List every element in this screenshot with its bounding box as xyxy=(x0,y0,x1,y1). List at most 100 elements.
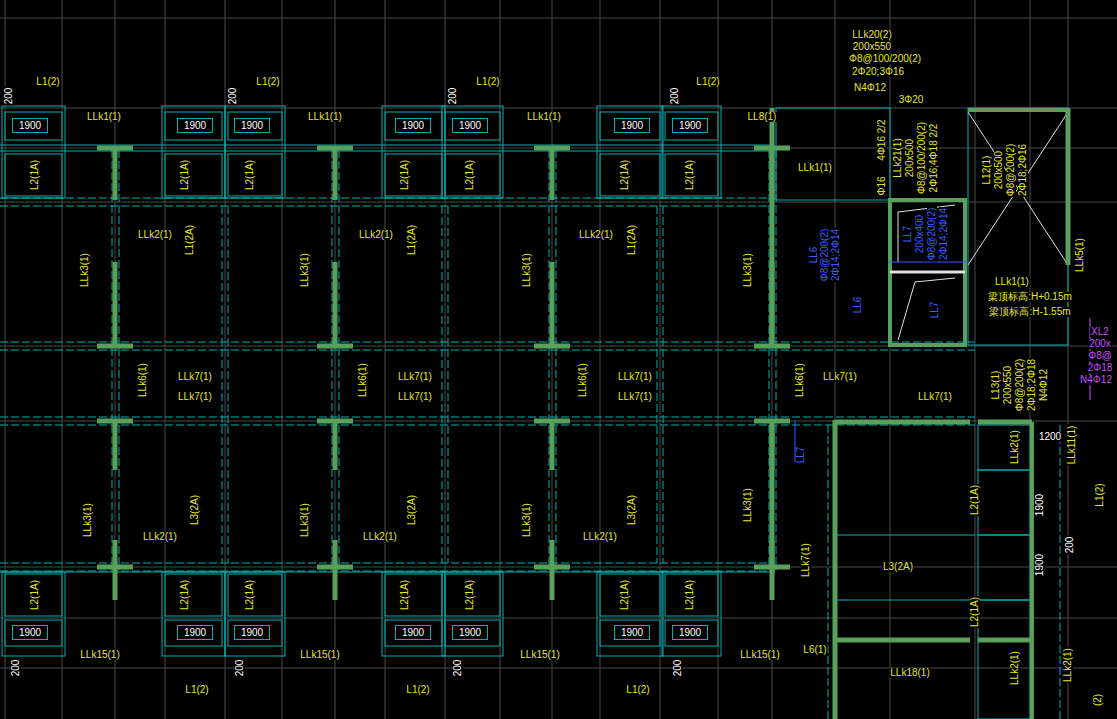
dimension-box: 1900 xyxy=(614,625,650,640)
beam-label: XL2 xyxy=(1090,327,1110,337)
beam-edge xyxy=(549,150,550,570)
beam-edge xyxy=(442,206,443,563)
beam-label: L1(2) xyxy=(405,685,430,695)
beam-label: L3(2A) xyxy=(407,494,417,526)
dimension-text: 1900 xyxy=(621,627,643,638)
wall xyxy=(333,567,338,600)
beam-label: LLk11(1) xyxy=(1067,425,1077,466)
beam-label: LL7 xyxy=(903,225,913,244)
beam-label: L2(1A) xyxy=(685,579,695,611)
beam-edge xyxy=(222,206,223,563)
cell-box xyxy=(165,574,222,616)
cell-box xyxy=(445,620,500,646)
beam-edge xyxy=(119,150,120,570)
room-outline xyxy=(776,108,890,200)
cell-box xyxy=(665,154,718,196)
beam-label: L1(2) xyxy=(475,77,500,87)
beam-edge xyxy=(0,145,770,146)
beam-edge xyxy=(769,150,770,570)
wall xyxy=(113,421,118,470)
beam-label: 2Φ16;4Φ18 2/2 xyxy=(929,123,939,194)
beam-label: LLk3(1) xyxy=(80,252,90,288)
beam-label: L2(1A) xyxy=(970,484,980,516)
beam-label: LLk15(1) xyxy=(299,650,340,660)
beam-label: LLk15(1) xyxy=(79,650,120,660)
beam-label: 200 xyxy=(4,87,14,106)
beam-label: LLk21(1) xyxy=(893,137,903,178)
beam-label: 200 xyxy=(673,659,683,678)
wall xyxy=(534,419,570,424)
cell-box xyxy=(600,112,660,140)
cell-box xyxy=(665,112,718,140)
cell-frame xyxy=(382,106,445,198)
beam-label: LLk6(1) xyxy=(358,362,368,398)
beam-label: LLk7(1) xyxy=(177,372,213,382)
beam-label: 200 xyxy=(670,87,680,106)
wall xyxy=(113,262,118,346)
beam-label: (2) xyxy=(1093,693,1103,707)
beam-label: LLk3(1) xyxy=(743,252,753,288)
beam-edge xyxy=(835,600,975,601)
dimension-text: 1900 xyxy=(19,120,41,131)
wall xyxy=(550,148,555,200)
dimension-text: 1900 xyxy=(402,120,424,131)
beam-label: LLk1(1) xyxy=(307,112,343,122)
cell-box xyxy=(385,154,442,196)
cell-box xyxy=(165,620,222,646)
beam-label: LLk6(1) xyxy=(578,362,588,398)
beam-label: 3Φ20 xyxy=(898,95,925,105)
wall xyxy=(550,421,555,470)
wall xyxy=(1066,108,1071,265)
cell-frame xyxy=(162,572,225,656)
beam-label: L12(1) xyxy=(982,155,992,186)
beam-label: Φ8@ xyxy=(1087,351,1113,361)
cell-box xyxy=(385,620,442,646)
beam-label: LLk3(1) xyxy=(300,252,310,288)
beam-edge xyxy=(339,150,340,570)
cell-box xyxy=(5,154,62,196)
beam-label: 200 xyxy=(235,659,245,678)
cell-box xyxy=(445,574,500,616)
beam-edge xyxy=(835,535,975,536)
beam-label: L2(1A) xyxy=(245,579,255,611)
beam-label: L2(1A) xyxy=(400,159,410,191)
cell-box xyxy=(5,112,62,140)
beam-label: L2(1A) xyxy=(620,159,630,191)
beam-label: 200x500 xyxy=(905,138,915,178)
wall xyxy=(317,344,353,349)
beam-label: L13(1) xyxy=(991,370,1001,401)
grid-line xyxy=(0,148,1117,149)
beam-label: L2(1A) xyxy=(245,159,255,191)
cell-box xyxy=(600,620,660,646)
dimension-text: 1900 xyxy=(679,120,701,131)
wall xyxy=(1030,422,1034,719)
beam-label: LLk1(1) xyxy=(994,277,1030,287)
beam-label: LLk3(1) xyxy=(522,502,532,538)
dimension-text: 1900 xyxy=(402,627,424,638)
wall xyxy=(835,638,970,643)
beam-edge xyxy=(332,150,333,570)
dimension-box: 1900 xyxy=(672,625,708,640)
beam-edge xyxy=(112,150,113,570)
wall xyxy=(978,638,1032,643)
beam-label: LLk7(1) xyxy=(917,392,953,402)
wall xyxy=(550,540,555,567)
beam-label: L2(1A) xyxy=(180,579,190,611)
beam-label: 2Φ18 xyxy=(1087,363,1114,373)
wall xyxy=(97,146,133,151)
beam-label: L2(1A) xyxy=(620,579,630,611)
cell-frame xyxy=(662,572,721,656)
cell-box xyxy=(165,112,222,140)
cell-frame xyxy=(2,572,65,656)
dimension-box: 1900 xyxy=(12,625,48,640)
grid-line xyxy=(0,668,1117,669)
grid-line xyxy=(0,108,1117,109)
stair-symbol xyxy=(915,278,955,282)
beam-label: LLk2(1) xyxy=(358,230,394,240)
beam-label: LLk6(1) xyxy=(795,362,805,398)
beam-label: 200x550 xyxy=(852,42,892,52)
cell-box xyxy=(978,425,1030,470)
beam-label: L1(2A) xyxy=(627,224,637,256)
dimension-text: 1900 xyxy=(184,627,206,638)
